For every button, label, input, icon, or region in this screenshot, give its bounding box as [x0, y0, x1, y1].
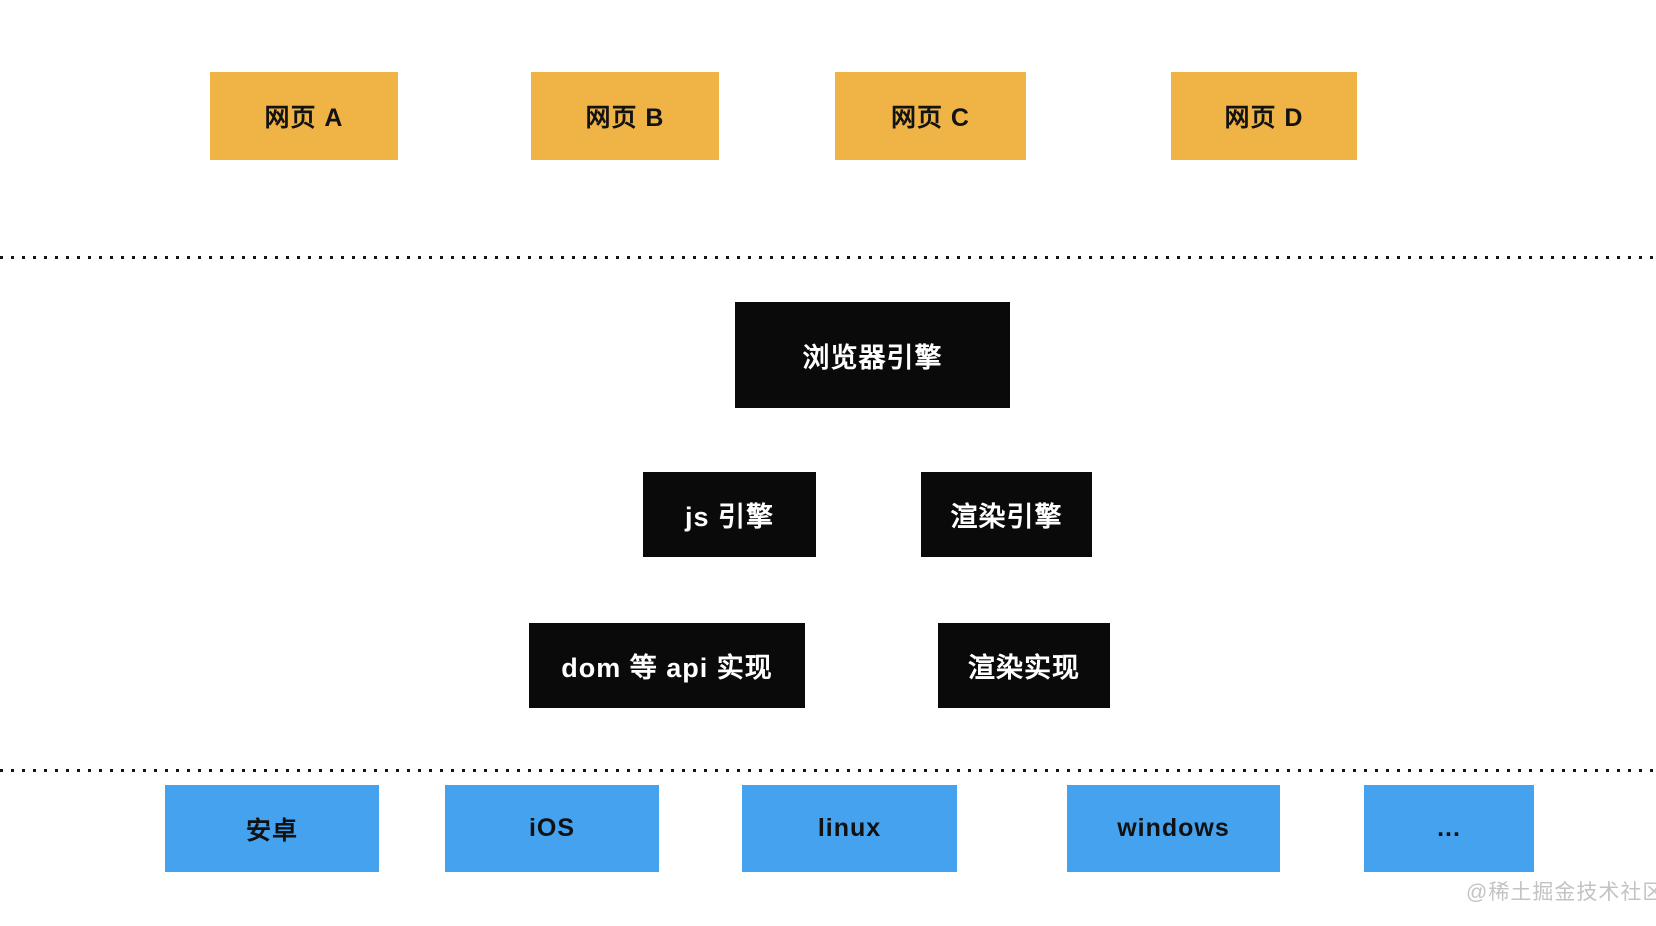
webpage-box-a-label: 网页 A [264, 104, 344, 132]
platform-box-windows: windows [1067, 785, 1280, 872]
platform-box-windows-label: windows [1117, 814, 1230, 842]
webpage-box-c: 网页 C [835, 72, 1026, 160]
js-engine-box: js 引擎 [643, 472, 816, 557]
webpage-box-d-label: 网页 D [1224, 104, 1304, 132]
platform-box-linux: linux [742, 785, 957, 872]
webpage-box-b: 网页 B [531, 72, 719, 160]
webpage-box-b-label: 网页 B [585, 104, 665, 132]
render-engine-box: 渲染引擎 [921, 472, 1092, 557]
browser-engine-box: 浏览器引擎 [735, 302, 1010, 408]
dom-api-implementation-box: dom 等 api 实现 [529, 623, 805, 708]
render-implementation-label: 渲染实现 [968, 653, 1080, 683]
dom-api-implementation-label: dom 等 api 实现 [561, 653, 773, 683]
platform-box-more: ... [1364, 785, 1534, 872]
juejin-watermark: @稀土掘金技术社区 [1466, 881, 1656, 904]
webpage-box-d: 网页 D [1171, 72, 1357, 160]
browser-engine-label: 浏览器引擎 [802, 342, 943, 373]
platform-box-more-label: ... [1437, 814, 1461, 842]
webpage-box-c-label: 网页 C [890, 104, 970, 132]
separator-dotted-line-bottom [0, 769, 1656, 772]
render-implementation-box: 渲染实现 [938, 623, 1110, 708]
webpage-box-a: 网页 A [210, 72, 398, 160]
js-engine-label: js 引擎 [684, 502, 775, 532]
platform-box-android: 安卓 [165, 785, 379, 872]
separator-dotted-line-top [0, 256, 1656, 259]
platform-box-linux-label: linux [817, 814, 882, 842]
render-engine-label: 渲染引擎 [950, 502, 1063, 532]
platform-box-android-label: 安卓 [245, 816, 298, 845]
platform-box-ios: iOS [445, 785, 659, 872]
platform-box-ios-label: iOS [528, 814, 576, 842]
